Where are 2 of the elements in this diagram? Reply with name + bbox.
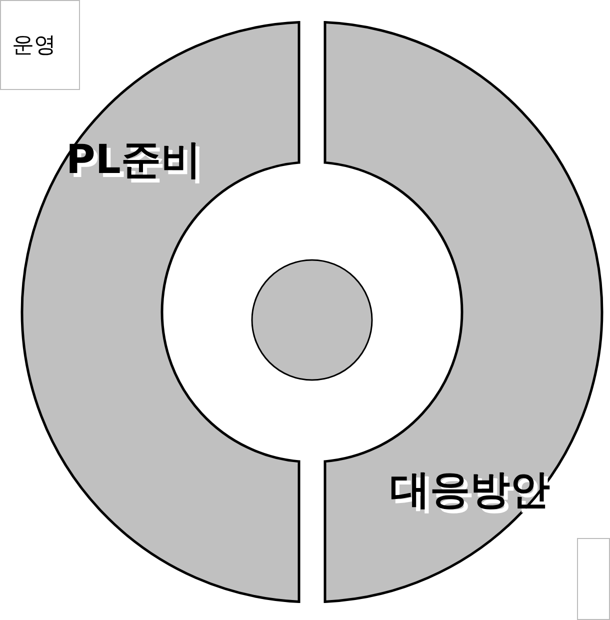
box-label: 운영 [12, 32, 56, 60]
segment-label: PL준비 [66, 136, 201, 185]
